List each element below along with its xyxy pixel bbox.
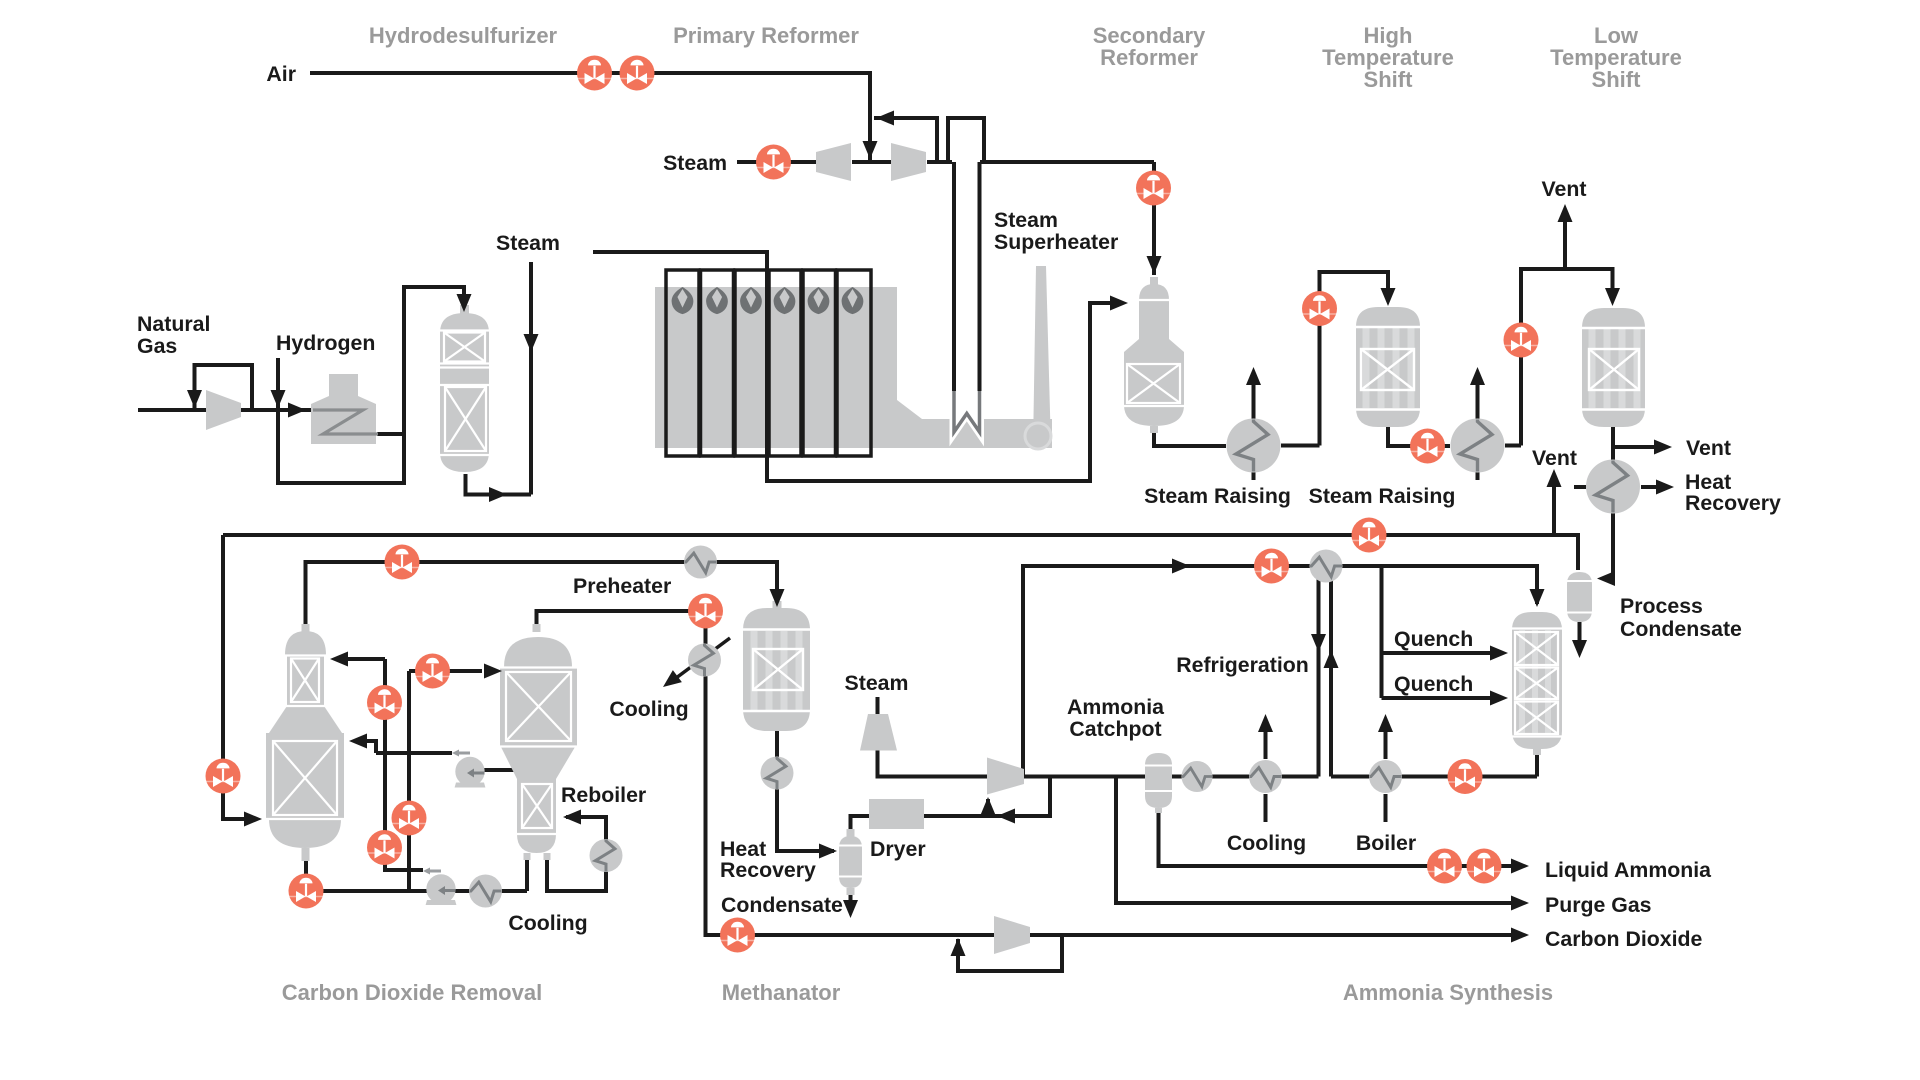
svg-text:Dryer: Dryer — [870, 837, 926, 861]
svg-text:Preheater: Preheater — [573, 574, 671, 598]
svg-text:Catchpot: Catchpot — [1069, 717, 1161, 741]
svg-text:Steam Raising: Steam Raising — [1144, 484, 1291, 508]
svg-text:Reformer: Reformer — [1100, 45, 1198, 70]
svg-text:Vent: Vent — [1532, 446, 1577, 470]
svg-text:Vent: Vent — [1542, 177, 1587, 201]
svg-text:Steam: Steam — [496, 231, 560, 255]
svg-text:Hydrogen: Hydrogen — [276, 331, 375, 355]
svg-text:Cooling: Cooling — [609, 697, 688, 721]
svg-text:Steam: Steam — [845, 671, 909, 695]
svg-text:Vent: Vent — [1686, 436, 1731, 460]
svg-text:Boiler: Boiler — [1356, 831, 1416, 855]
svg-text:Carbon Dioxide Removal: Carbon Dioxide Removal — [282, 980, 542, 1005]
svg-text:Temperature: Temperature — [1550, 45, 1682, 70]
svg-text:Process: Process — [1620, 594, 1703, 618]
svg-text:Heat: Heat — [1685, 470, 1731, 494]
svg-text:Secondary: Secondary — [1093, 23, 1206, 48]
svg-text:Shift: Shift — [1364, 67, 1414, 92]
svg-text:Superheater: Superheater — [994, 230, 1118, 254]
svg-text:Low: Low — [1594, 23, 1639, 48]
svg-text:Gas: Gas — [137, 334, 177, 358]
svg-text:Shift: Shift — [1592, 67, 1642, 92]
svg-text:Quench: Quench — [1394, 672, 1473, 696]
svg-text:Reboiler: Reboiler — [561, 783, 646, 807]
svg-text:Steam Raising: Steam Raising — [1309, 484, 1456, 508]
svg-text:Purge Gas: Purge Gas — [1545, 893, 1652, 917]
svg-text:Liquid Ammonia: Liquid Ammonia — [1545, 858, 1711, 882]
svg-text:Heat: Heat — [720, 837, 766, 861]
svg-text:Hydrodesulfurizer: Hydrodesulfurizer — [369, 23, 558, 48]
svg-text:Refrigeration: Refrigeration — [1176, 653, 1309, 677]
svg-text:Ammonia Synthesis: Ammonia Synthesis — [1343, 980, 1553, 1005]
svg-text:Natural: Natural — [137, 312, 210, 336]
svg-text:Steam: Steam — [994, 208, 1058, 232]
svg-text:Ammonia: Ammonia — [1067, 695, 1164, 719]
svg-text:Air: Air — [266, 62, 296, 86]
svg-text:Cooling: Cooling — [1227, 831, 1306, 855]
svg-text:Cooling: Cooling — [508, 911, 587, 935]
svg-text:Methanator: Methanator — [722, 980, 841, 1005]
svg-text:Primary Reformer: Primary Reformer — [673, 23, 859, 48]
svg-text:Recovery: Recovery — [1685, 491, 1781, 515]
svg-text:Recovery: Recovery — [720, 858, 816, 882]
svg-text:Carbon Dioxide: Carbon Dioxide — [1545, 927, 1703, 951]
svg-text:Condensate: Condensate — [721, 893, 843, 917]
svg-text:Condensate: Condensate — [1620, 617, 1742, 641]
svg-text:Temperature: Temperature — [1322, 45, 1454, 70]
svg-text:Steam: Steam — [663, 151, 727, 175]
svg-text:High: High — [1364, 23, 1413, 48]
svg-text:Quench: Quench — [1394, 627, 1473, 651]
